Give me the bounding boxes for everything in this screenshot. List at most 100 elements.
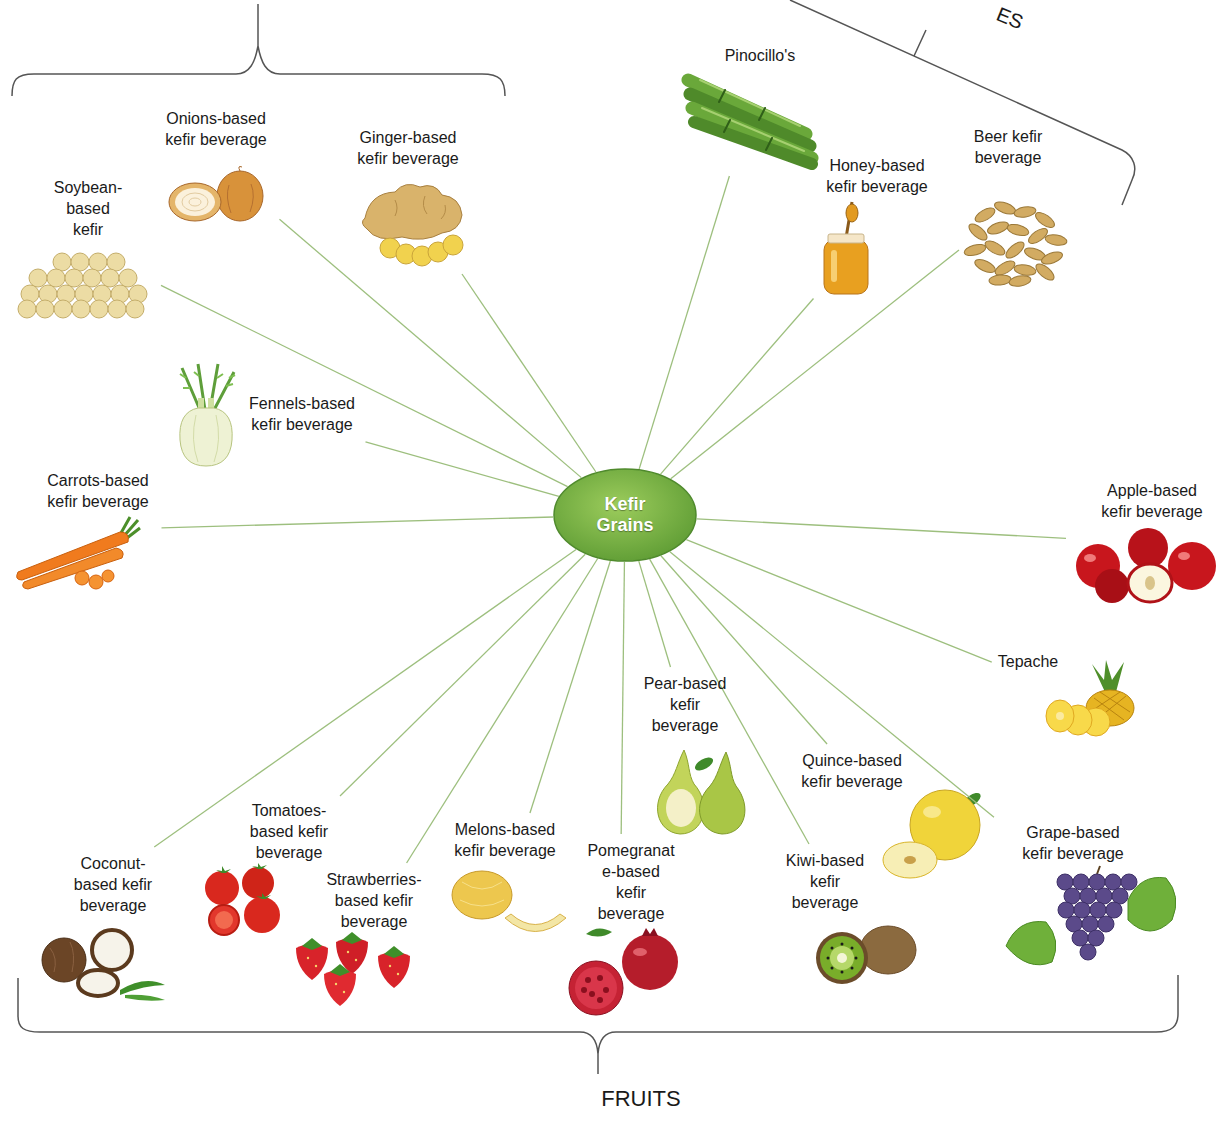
barley-illustration: [983, 238, 1007, 258]
barley-illustration: [973, 205, 997, 225]
spoke-line: [639, 176, 729, 469]
beverage-label: Honey-based kefir beverage: [820, 155, 935, 197]
kiwi-illustration: [837, 953, 847, 963]
barley-illustration: [973, 257, 997, 275]
quince-illustration: [883, 842, 937, 878]
kiwi-illustration: [841, 943, 844, 946]
apple-illustration: [1168, 542, 1216, 590]
tomato-illustration: [215, 911, 233, 929]
tomato-illustration: [205, 871, 239, 905]
grape-illustration: [1105, 874, 1121, 890]
melon-illustration: [452, 871, 566, 932]
spoke-line: [639, 561, 671, 667]
soybean-illustration: [108, 300, 126, 318]
beverage-label: Fennels-based kefir beverage: [245, 393, 360, 435]
soybean-illustration: [71, 253, 89, 271]
barley-illustration: [986, 220, 1010, 237]
beverage-node: Pinocillo's: [677, 39, 824, 176]
spoke-line: [697, 519, 1066, 538]
hub-label: Kefir Grains: [589, 494, 661, 536]
hub-ellipse-shape: [554, 469, 696, 561]
beverage-label: Ginger-based kefir beverage: [351, 127, 466, 169]
beverage-label: Melons-based kefir beverage: [448, 819, 563, 861]
beverage-label: Pomegranat e-based kefir beverage: [585, 840, 677, 924]
onion-illustration: [169, 167, 263, 222]
strawberry-illustration: [330, 964, 350, 976]
beverage-node: Apple-based kefir beverage: [1066, 474, 1226, 611]
coconut-illustration: [78, 970, 118, 996]
grape-illustration: [1090, 902, 1106, 918]
apple-illustration: [1095, 569, 1129, 603]
spoke-line: [366, 442, 559, 496]
pear-illustration: [658, 750, 704, 834]
soybean-illustration: [53, 253, 71, 271]
beverage-node: Ginger-based kefir beverage: [345, 121, 477, 274]
coconut-illustration: [125, 995, 165, 1001]
barley-illustration: [1008, 274, 1031, 288]
grape-illustration: [1089, 874, 1105, 890]
pineapple-illustration: [1056, 712, 1064, 720]
tomato-illustration: [216, 863, 271, 899]
barley-illustration: [966, 221, 989, 243]
strawberry-illustration: [343, 991, 345, 993]
spoke-line: [280, 219, 582, 477]
ginger-illustration: [362, 184, 463, 266]
barley-illustration: [963, 242, 987, 257]
beverage-node: Soybean- based kefir: [12, 171, 161, 326]
kiwi-illustration: [820, 936, 864, 980]
beverage-label: Tomatoes- based kefir beverage: [244, 800, 334, 863]
honey-illustration: [831, 250, 837, 282]
ginger-illustration: [362, 184, 462, 239]
pomegranate-illustration: [569, 961, 623, 1015]
beverage-node: Strawberries- based kefir beverage: [284, 863, 430, 1021]
beverage-label: Strawberries- based kefir beverage: [324, 869, 424, 932]
beverage-label: Carrots-based kefir beverage: [41, 470, 156, 512]
quince-illustration: [923, 806, 941, 818]
hub-ellipse: Kefir Grains: [553, 468, 697, 562]
kiwi-illustration: [831, 947, 834, 950]
soybean-illustration: [101, 269, 119, 287]
onion-illustration: [217, 171, 263, 221]
beverage-node: Carrots-based kefir beverage: [4, 464, 162, 596]
sugarcane-illustration: [702, 108, 804, 151]
barley-illustration: [1006, 222, 1030, 237]
strawberry-illustration: [347, 951, 349, 953]
spoke-line: [462, 274, 596, 472]
beverage-node: Honey-based kefir beverage: [814, 149, 941, 302]
grape-illustration: [1057, 874, 1073, 890]
pear-illustration: [693, 755, 715, 774]
strawberry-illustration: [384, 946, 404, 958]
coconut-illustration: [50, 942, 74, 972]
strawberry-illustration: [335, 983, 337, 985]
grape-illustration: [1057, 874, 1137, 960]
group-bracket: [12, 4, 505, 96]
melon-illustration: [460, 882, 504, 906]
spoke-line: [661, 298, 814, 474]
kiwi-illustration: [855, 957, 858, 960]
barley-illustration: [1003, 239, 1026, 261]
soybean-illustration: [119, 269, 137, 287]
carrot-illustration: [102, 570, 114, 582]
carrot-illustration: [23, 548, 123, 589]
honey-illustration: [846, 204, 858, 222]
grape-illustration: [1098, 916, 1114, 932]
ginger-illustration: [395, 196, 446, 219]
honey-illustration: [824, 202, 868, 294]
ginger-illustration: [443, 235, 463, 255]
beverage-label: Tepache: [998, 651, 1059, 672]
onion-illustration: [227, 184, 253, 213]
beverage-node: Tepache: [992, 645, 1146, 741]
fennel-illustration: [193, 415, 218, 462]
pomegranate-illustration: [585, 977, 591, 983]
fennel-illustration: [180, 408, 232, 466]
beverage-label: Pinocillo's: [725, 45, 796, 66]
pineapple-illustration: [1046, 700, 1074, 732]
strawberry-illustration: [397, 973, 399, 975]
coconut-illustration: [92, 930, 132, 970]
soybean-illustration: [83, 269, 101, 287]
soybean-illustration: [54, 300, 72, 318]
melon-illustration: [452, 871, 512, 919]
strawberry-illustration: [302, 938, 322, 950]
pomegranate-illustration: [569, 928, 678, 1015]
